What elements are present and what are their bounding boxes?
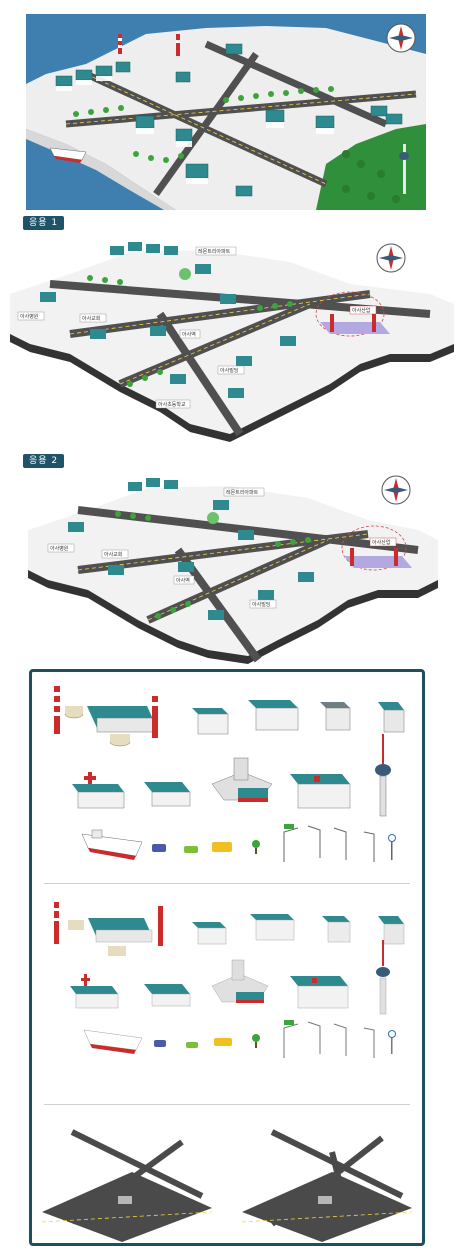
compass-icon: [376, 243, 406, 273]
road-crossing-icon: [41, 1129, 213, 1242]
label-industrial: 아사산업: [372, 539, 390, 546]
city-illustration-variant-1: 레몬트리아파트 아사산업 아사병원 아사교회 아사역 아사빌딩 아사초등학교: [10, 234, 454, 446]
building-icon: [320, 702, 351, 731]
compass-icon: [386, 23, 416, 53]
church-icon: [144, 782, 191, 807]
building-icon: [378, 916, 405, 945]
bus-icon: [212, 842, 232, 852]
tower-icon: [376, 940, 390, 1015]
car-icon: [186, 1042, 198, 1048]
label-apartment: 레몬트리아파트: [226, 489, 259, 496]
station-icon: [211, 757, 273, 802]
label-industrial: 아사산업: [352, 307, 370, 314]
divider: [44, 883, 410, 884]
label-church: 아사교회: [82, 315, 100, 322]
main-city-illustration: [26, 14, 426, 210]
streetlight-icon: [283, 825, 375, 862]
bus-icon: [214, 1038, 232, 1046]
building-icon: [378, 702, 405, 733]
building-icon: [248, 700, 299, 731]
label-building: 아사빌딩: [252, 601, 270, 608]
label-station: 아사역: [182, 331, 196, 338]
sign-icon: [284, 1020, 396, 1054]
road-crossing-icon: [241, 1129, 413, 1242]
section-tag-2: 응용 2: [23, 454, 65, 468]
church-icon: [70, 974, 119, 1009]
factory-icon: [54, 686, 158, 747]
label-station: 아사역: [176, 577, 190, 584]
sign-icon: [284, 824, 396, 860]
flat-icon-set: [54, 902, 405, 1058]
tower-icon: [375, 734, 391, 817]
building-icon: [250, 914, 295, 941]
city-illustration-variant-2: 레몬트리아파트 아사산업 아사병원 아사교회 아사역 아사빌딩: [28, 470, 438, 666]
car-icon: [154, 1040, 166, 1047]
tree-icon: [252, 1034, 260, 1048]
building-icon: [290, 976, 349, 1009]
hospital-icon: [72, 772, 125, 809]
ship-icon: [81, 829, 143, 860]
factory-icon: [54, 902, 163, 956]
label-building: 아사빌딩: [220, 367, 238, 374]
label-apartment: 레몬트리아파트: [198, 248, 231, 255]
ship-icon: [83, 1029, 143, 1054]
building-icon: [192, 708, 229, 735]
compass-icon: [381, 475, 411, 505]
label-school: 아사초등학교: [158, 401, 186, 408]
icon-set-panel: [29, 669, 425, 1246]
tree-icon: [252, 840, 260, 854]
colored-icon-set: [54, 686, 405, 862]
streetlight-icon: [283, 1021, 375, 1058]
section-tag-1: 응용 1: [23, 216, 65, 230]
building-icon: [322, 916, 351, 943]
station-icon: [211, 959, 269, 1003]
building-icon: [290, 774, 351, 809]
label-church: 아사교회: [104, 551, 122, 558]
label-hospital: 아사병원: [20, 313, 39, 320]
car-icon: [184, 846, 198, 853]
building-icon: [192, 922, 227, 945]
divider: [44, 1104, 410, 1105]
road-crossing-set: [41, 1129, 413, 1242]
label-hospital: 아사병원: [50, 545, 69, 552]
car-icon: [152, 844, 166, 852]
building-icon: [144, 984, 191, 1007]
